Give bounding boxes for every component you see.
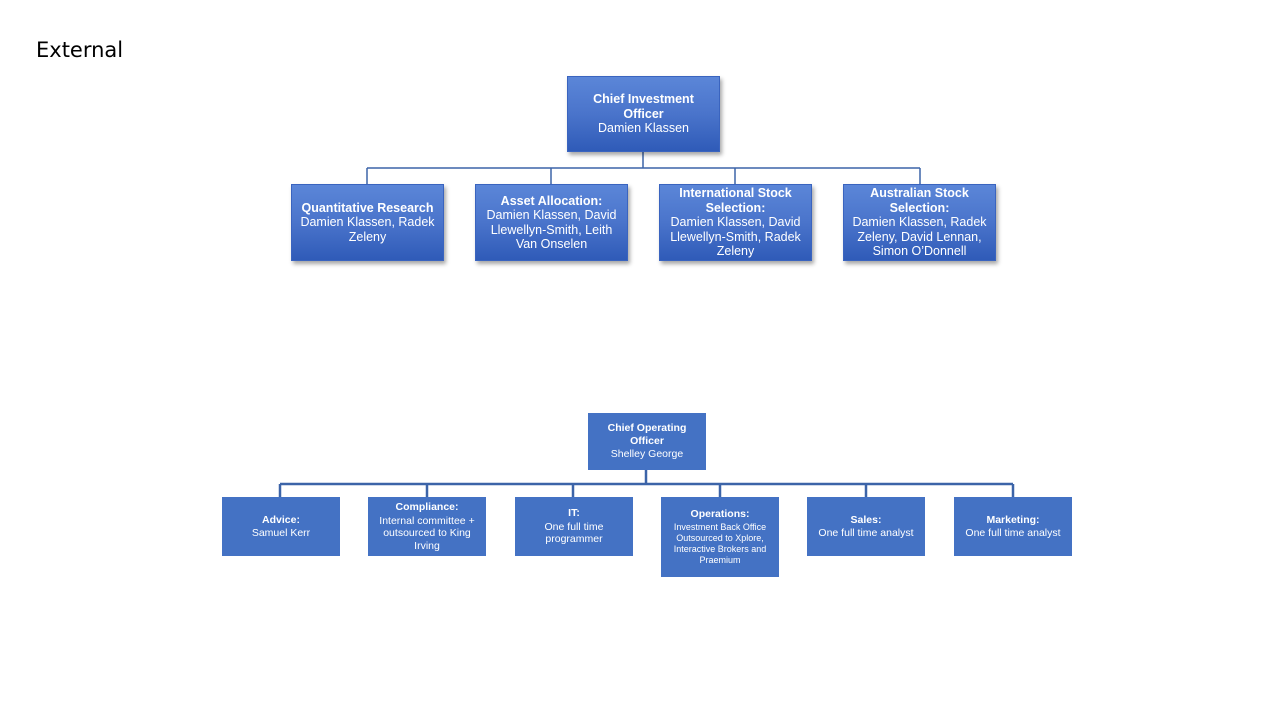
org-node-asset-allocation[interactable]: Asset Allocation: Damien Klassen, David … [475, 184, 628, 261]
node-title: Asset Allocation: [500, 193, 603, 208]
org-node-operations[interactable]: Operations: Investment Back Office Outso… [661, 497, 779, 577]
node-title: Sales: [850, 513, 882, 526]
node-subtitle: One full time programmer [544, 520, 604, 546]
node-subtitle: Damien Klassen, David Llewellyn-Smith, R… [670, 215, 801, 259]
org-node-sales[interactable]: Sales: One full time analyst [807, 497, 925, 556]
node-subtitle: Investment Back Office Outsourced to Xpl… [673, 521, 767, 565]
node-title: Chief Investment Officer [593, 92, 694, 121]
node-title: Marketing: [986, 513, 1040, 526]
node-title: International Stock Selection: [679, 186, 792, 215]
org-node-it[interactable]: IT: One full time programmer [515, 497, 633, 556]
org-node-marketing[interactable]: Marketing: One full time analyst [954, 497, 1072, 556]
node-subtitle: One full time analyst [818, 527, 914, 539]
node-title: IT: [568, 507, 580, 520]
investment-connectors [366, 152, 921, 184]
node-subtitle: Damien Klassen [597, 121, 689, 136]
slide-title: External [36, 38, 124, 62]
node-title: Australian Stock Selection: [870, 186, 969, 215]
node-subtitle: Damien Klassen, David Llewellyn-Smith, L… [486, 208, 617, 251]
org-node-chief-investment-officer[interactable]: Chief Investment Officer Damien Klassen [567, 76, 720, 152]
org-node-advice[interactable]: Advice: Samuel Kerr [222, 497, 340, 556]
node-subtitle: Samuel Kerr [251, 527, 311, 539]
node-title: Compliance: [395, 501, 459, 513]
org-node-international-stock-selection[interactable]: International Stock Selection: Damien Kl… [659, 184, 812, 261]
node-title: Operations: [690, 508, 750, 521]
node-subtitle: Damien Klassen, Radek Zeleny, David Lenn… [852, 215, 987, 259]
node-title: Quantitative Research [301, 200, 434, 215]
org-node-chief-operating-officer[interactable]: Chief Operating Officer Shelley George [588, 413, 706, 470]
node-subtitle: Damien Klassen, Radek Zeleny [300, 215, 435, 244]
node-title: Advice: [262, 513, 300, 526]
operations-connectors [278, 470, 1015, 497]
org-node-quantitative-research[interactable]: Quantitative Research Damien Klassen, Ra… [291, 184, 444, 261]
org-node-compliance[interactable]: Compliance: Internal committee + outsour… [368, 497, 486, 556]
node-title: Chief Operating Officer [607, 422, 687, 447]
node-subtitle: One full time analyst [965, 527, 1061, 539]
node-subtitle: Internal committee + outsourced to King … [379, 514, 475, 552]
org-node-australian-stock-selection[interactable]: Australian Stock Selection: Damien Klass… [843, 184, 996, 261]
node-subtitle: Shelley George [610, 448, 684, 461]
